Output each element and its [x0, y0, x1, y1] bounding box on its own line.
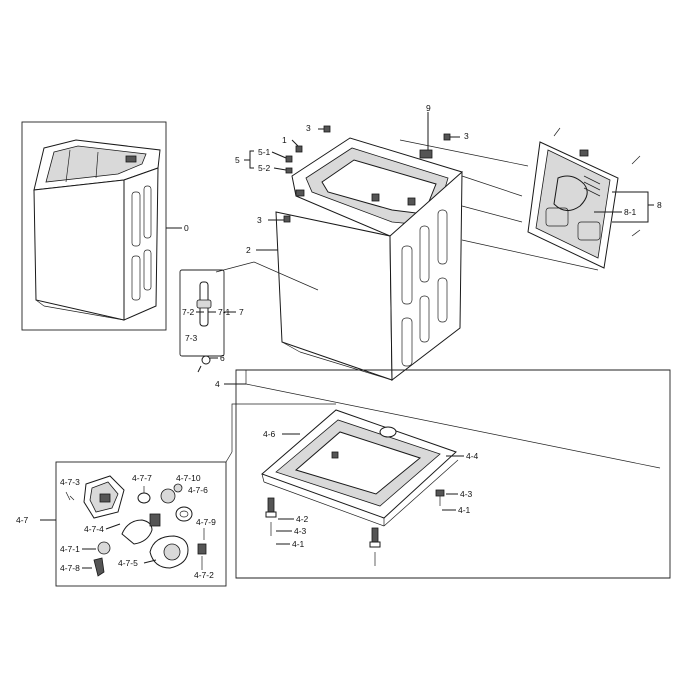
label-0: 0 [184, 223, 189, 233]
label-3-left: 3 [257, 215, 262, 225]
base-assembly: 4 4-6 4-4 4-3 4-1 4-2 4-3 [215, 369, 671, 579]
label-3-right: 3 [464, 131, 469, 141]
leg-front [371, 527, 379, 543]
label-4-2: 4-2 [296, 514, 309, 524]
label-5: 5 [235, 155, 240, 165]
label-4-1-right: 4-1 [458, 505, 471, 515]
label-7-2: 7-2 [182, 307, 195, 317]
label-4-7-9: 4-7-9 [196, 517, 216, 527]
label-4-1-left: 4-1 [292, 539, 305, 549]
label-4-7-2: 4-7-2 [194, 570, 214, 580]
label-4-7-3: 4-7-3 [60, 477, 80, 487]
label-4-7-6: 4-7-6 [188, 485, 208, 495]
label-4-7-7: 4-7-7 [132, 473, 152, 483]
top-screws: 3 3 3 1 9 [257, 103, 469, 225]
pump-frame [55, 461, 227, 587]
hose-frame [179, 269, 225, 357]
assembled-cabinet-group: 0 [21, 121, 189, 331]
screw-3-right [443, 133, 451, 141]
label-4-7-8: 4-7-8 [60, 563, 80, 573]
screw-3-left [283, 215, 291, 223]
hose-part-7: 7-2 7-1 7-3 7 6 [179, 269, 244, 373]
label-4: 4 [215, 379, 220, 389]
label-3-top: 3 [306, 123, 311, 133]
label-7-3: 7-3 [185, 333, 198, 343]
back-panel: 8 8-1 [527, 127, 662, 269]
label-8: 8 [657, 200, 662, 210]
screw-3-top [323, 125, 331, 133]
label-7: 7 [239, 307, 244, 317]
leg-4-2 [267, 497, 275, 513]
nut-4-3 [435, 489, 445, 497]
label-6: 6 [220, 353, 225, 363]
label-4-3-left: 4-3 [294, 526, 307, 536]
label-4-7-5: 4-7-5 [118, 558, 138, 568]
label-8-1: 8-1 [624, 207, 637, 217]
label-9: 9 [426, 103, 431, 113]
base-frame [235, 369, 671, 579]
label-2: 2 [246, 245, 251, 255]
label-1: 1 [282, 135, 287, 145]
part-1 [295, 145, 303, 153]
label-4-3-right: 4-3 [460, 489, 473, 499]
label-5-2: 5-2 [258, 163, 271, 173]
assembled-cabinet-frame [21, 121, 167, 331]
pump-assembly: 4-7 4-7-3 4-7-7 4-7-10 4-7-6 4-7-4 4-7-9 [16, 451, 233, 587]
label-4-7: 4-7 [16, 515, 29, 525]
label-4-6: 4-6 [263, 429, 276, 439]
main-cabinet: 2 [246, 137, 463, 382]
label-4-7-1: 4-7-1 [60, 544, 80, 554]
leader-lines [215, 139, 599, 291]
label-4-7-4: 4-7-4 [84, 524, 104, 534]
part-5-group: 5-1 5-2 5 [235, 147, 293, 174]
part-5-1 [285, 155, 293, 163]
label-4-7-10: 4-7-10 [176, 473, 201, 483]
clamp-6 [201, 355, 211, 365]
assembled-cabinet [33, 139, 161, 321]
label-4-4: 4-4 [466, 451, 479, 461]
part-5-2 [285, 167, 293, 174]
label-5-1: 5-1 [258, 147, 271, 157]
